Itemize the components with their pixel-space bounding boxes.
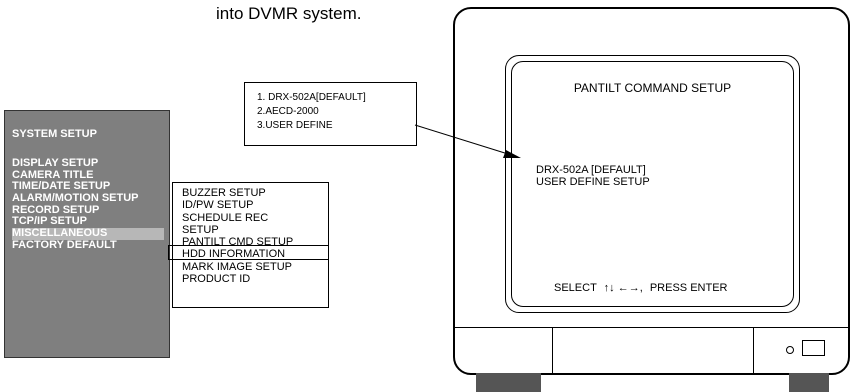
arrow-head-icon xyxy=(503,150,521,158)
menu-item-alarm-motion-setup[interactable]: ALARM/MOTION SETUP xyxy=(12,192,139,205)
menu-item-display-setup[interactable]: DISPLAY SETUP xyxy=(12,157,99,169)
monitor-bezel-line xyxy=(455,327,848,328)
option-user-define[interactable]: 3.USER DEFINE xyxy=(257,120,333,131)
system-setup-title: SYSTEM SETUP xyxy=(12,128,97,140)
navigation-arrows-icon: ↑↓ ←→, xyxy=(603,282,643,294)
submenu-item-hdd-information[interactable]: HDD INFORMATION xyxy=(182,248,286,261)
menu-item-camera-title[interactable]: CAMERA TITLE xyxy=(12,168,94,181)
selection-highlight-bar xyxy=(168,245,329,260)
footer-press-enter-label: PRESS ENTER xyxy=(649,282,728,294)
menu-item-time-date-setup[interactable]: TIME/DATE SETUP xyxy=(12,180,111,193)
footer-select-label: SELECT xyxy=(554,282,597,294)
power-button-icon[interactable] xyxy=(802,340,825,356)
menu-item-record-setup[interactable]: RECORD SETUP xyxy=(12,203,100,216)
submenu-item-mark-image-setup[interactable]: MARK IMAGE SETUP xyxy=(182,260,293,273)
system-menu-list: DISPLAY SETUP CAMERA TITLE TIME/DATE SET… xyxy=(12,157,164,252)
menu-item-tcpip-setup[interactable]: TCP/IP SETUP xyxy=(12,215,87,228)
submenu-item-setup[interactable]: SETUP xyxy=(182,223,219,236)
submenu-item-product-id[interactable]: PRODUCT ID xyxy=(182,273,251,286)
screen-option-drx-502a[interactable]: DRX-502A [DEFAULT] xyxy=(536,164,646,176)
options-list: 1. DRX-502A[DEFAULT] 2.AECD-2000 3.USER … xyxy=(245,91,366,133)
option-aecd-2000[interactable]: 2.AECD-2000 xyxy=(257,106,319,117)
system-setup-menu: SYSTEM SETUP DISPLAY SETUP CAMERA TITLE … xyxy=(4,110,170,358)
monitor-screen: PANTILT COMMAND SETUP DRX-502A [DEFAULT]… xyxy=(511,61,794,307)
submenu-item-id-pw-setup[interactable]: ID/PW SETUP xyxy=(182,199,254,212)
screen-title: PANTILT COMMAND SETUP xyxy=(573,81,732,95)
caption-text: into DVMR system. xyxy=(216,4,362,23)
option-drx-502a[interactable]: 1. DRX-502A[DEFAULT] xyxy=(257,92,366,103)
monitor-bezel-divider-right xyxy=(753,328,754,373)
monitor-foot-right xyxy=(789,373,829,392)
submenu-item-buzzer-setup[interactable]: BUZZER SETUP xyxy=(182,187,266,199)
screen-option-user-define-setup[interactable]: USER DEFINE SETUP xyxy=(536,176,650,188)
menu-item-factory-default[interactable]: FACTORY DEFAULT xyxy=(12,238,117,251)
screen-footer: SELECT ↑↓ ←→, PRESS ENTER xyxy=(554,282,727,294)
monitor-frame: PANTILT COMMAND SETUP DRX-502A [DEFAULT]… xyxy=(453,7,850,375)
screen-options-list: DRX-502A [DEFAULT] USER DEFINE SETUP xyxy=(536,164,650,188)
menu-item-miscellaneous[interactable]: MISCELLANEOUS xyxy=(12,227,164,240)
pantilt-options-box: 1. DRX-502A[DEFAULT] 2.AECD-2000 3.USER … xyxy=(244,82,417,146)
submenu-item-schedule-rec[interactable]: SCHEDULE REC xyxy=(182,211,269,224)
monitor-bezel-divider-left xyxy=(552,328,553,373)
arrow-line xyxy=(414,124,509,155)
power-led-icon xyxy=(786,346,794,354)
monitor-screen-outer xyxy=(505,55,800,313)
monitor-foot-left xyxy=(476,373,541,392)
